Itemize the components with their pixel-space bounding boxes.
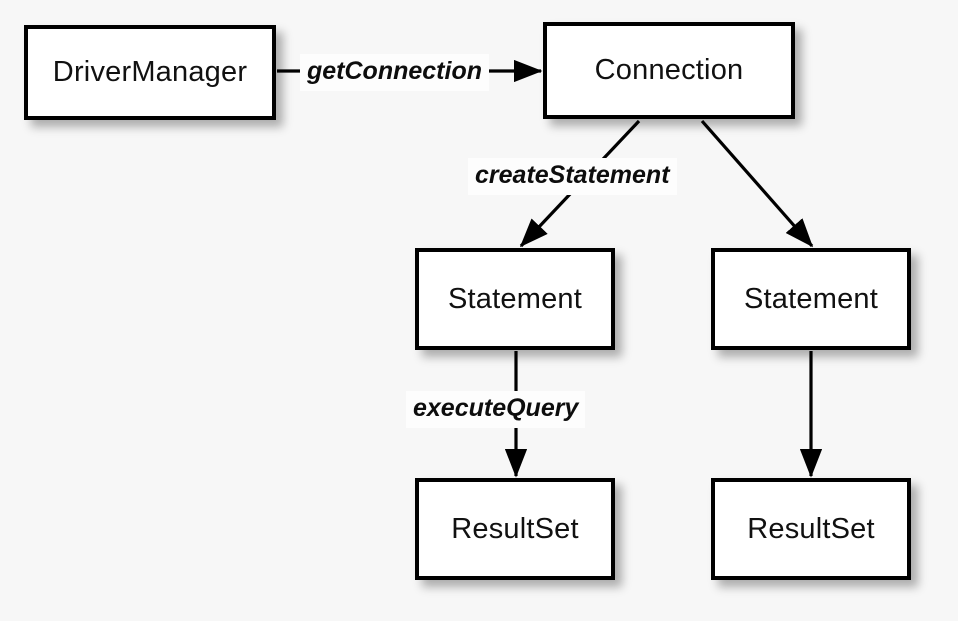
node-label-driver-manager: DriverManager [52,56,248,88]
node-statement-right[interactable]: Statement [711,248,911,350]
node-driver-manager[interactable]: DriverManager [24,25,276,120]
node-label-statement-right: Statement [744,282,878,315]
node-statement-left[interactable]: Statement [415,248,615,350]
edge-label-execute-query: executeQuery [406,391,586,428]
node-label-resultset-left: ResultSet [451,512,579,545]
node-label-statement-left: Statement [448,282,582,315]
node-resultset-right[interactable]: ResultSet [711,478,911,580]
edge-label-create-statement: createStatement [468,158,677,195]
edge-label-get-connection: getConnection [300,54,489,91]
node-label-resultset-right: ResultSet [747,512,875,545]
node-connection[interactable]: Connection [543,22,795,119]
edge-create-statement-2 [700,119,814,248]
node-label-connection: Connection [594,54,744,86]
node-resultset-left[interactable]: ResultSet [415,478,615,580]
